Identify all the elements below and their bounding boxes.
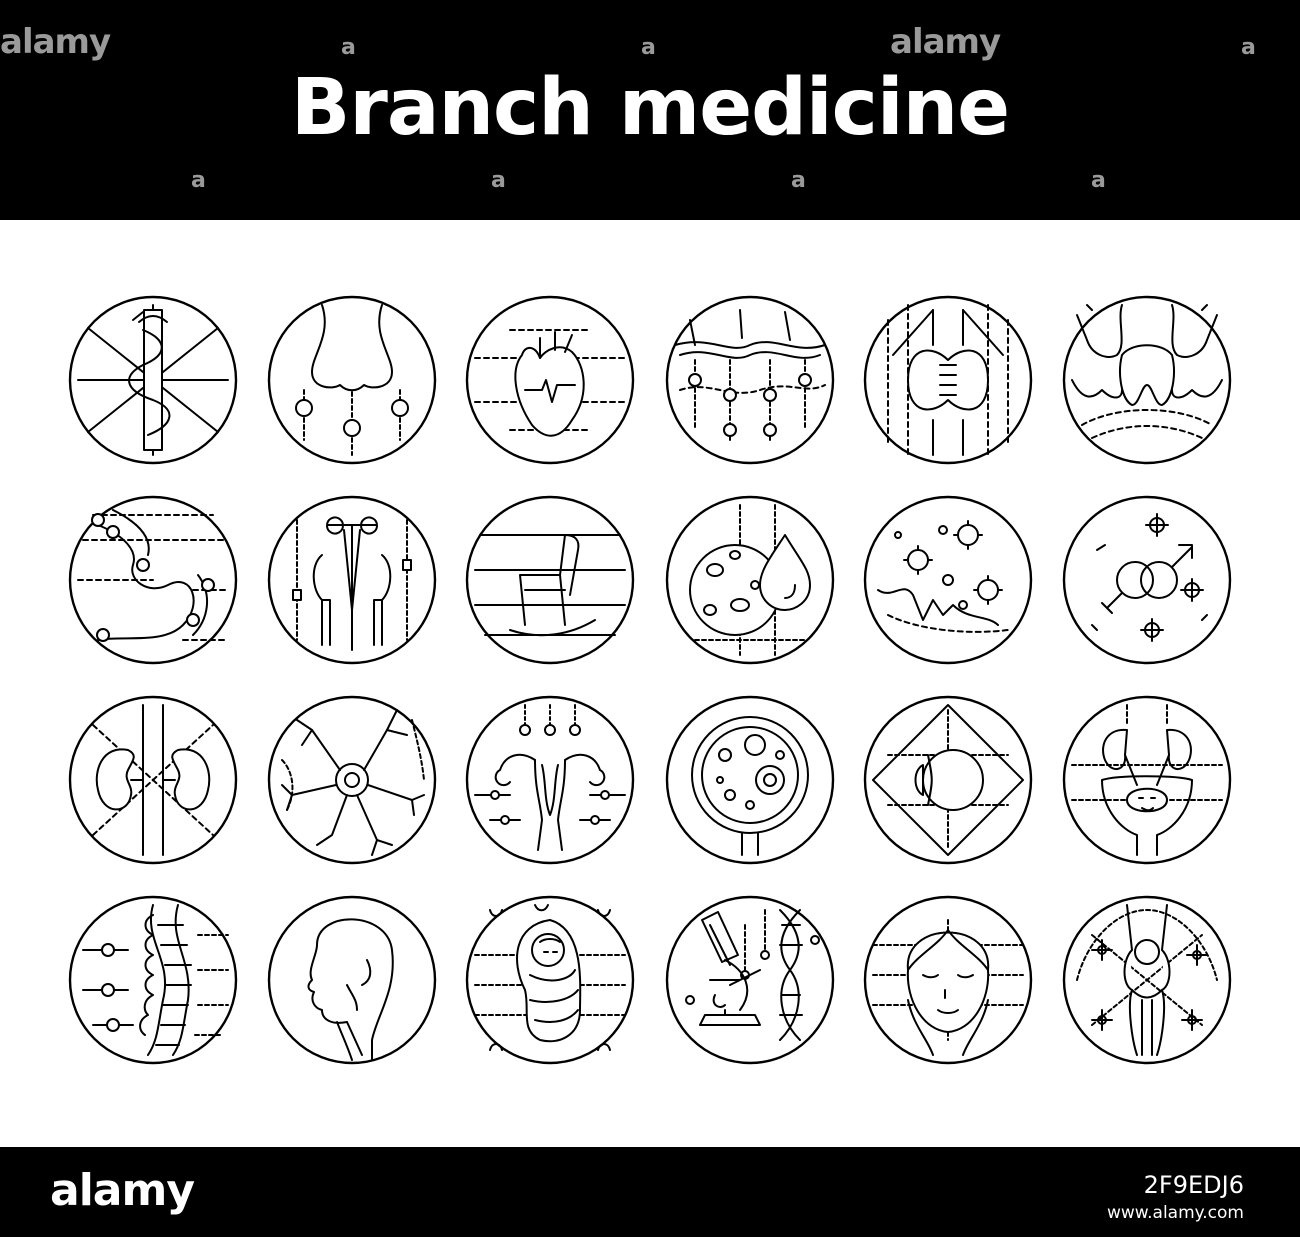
icon-circle	[465, 695, 635, 865]
icon-circle	[665, 895, 835, 1065]
icon-circle	[68, 295, 238, 465]
newborn-icon	[465, 895, 635, 1065]
icon-circle	[465, 295, 635, 465]
footer-url: www.alamy.com	[1106, 1203, 1244, 1223]
nose-icon	[267, 295, 437, 465]
icon-circle	[665, 695, 835, 865]
icon-circle	[1062, 295, 1232, 465]
image-id: 2F9EDJ6	[1143, 1171, 1244, 1199]
head-profile-icon	[267, 895, 437, 1065]
icon-circle	[267, 295, 437, 465]
thyroid-icon	[863, 295, 1033, 465]
icon-circle	[1062, 895, 1232, 1065]
stomach-icon	[68, 495, 238, 665]
icon-circle	[267, 495, 437, 665]
watermark-mark: a	[641, 35, 656, 60]
watermark-mark: a	[191, 168, 206, 193]
icon-circle	[68, 495, 238, 665]
watermark-logo: alamy	[0, 22, 111, 62]
caduceus-icon	[68, 295, 238, 465]
rocking-chair-icon	[465, 495, 635, 665]
footer-band: alamy 2F9EDJ6 www.alamy.com	[0, 1147, 1300, 1237]
watermark-mark: a	[491, 168, 506, 193]
icon-circle	[665, 495, 835, 665]
page-title: Branch medicine	[290, 63, 1010, 153]
eye-icon	[863, 695, 1033, 865]
surgery-tools-icon	[267, 495, 437, 665]
gender-symbols-icon	[1062, 495, 1232, 665]
footer-logo: alamy	[50, 1165, 195, 1216]
face-icon	[863, 895, 1033, 1065]
neuron-icon	[267, 695, 437, 865]
kidneys-icon	[68, 695, 238, 865]
watermark-logo: alamy	[890, 22, 1001, 62]
watermark-mark: a	[791, 168, 806, 193]
icon-circle	[863, 895, 1033, 1065]
magnifier-cells-icon	[665, 695, 835, 865]
icon-circle	[863, 295, 1033, 465]
icon-circle	[465, 495, 635, 665]
heart-icon	[465, 295, 635, 465]
icon-circle	[68, 895, 238, 1065]
blood-drop-icon	[665, 495, 835, 665]
uterus-icon	[465, 695, 635, 865]
bacteria-icon	[863, 495, 1033, 665]
teeth-icon	[1062, 295, 1232, 465]
watermark-mark: a	[1241, 35, 1256, 60]
header-band: alamy alamy a a a a a a a Branch medicin…	[0, 0, 1300, 220]
knee-joint-icon	[1062, 895, 1232, 1065]
watermark-mark: a	[1091, 168, 1106, 193]
icon-circle	[1062, 495, 1232, 665]
microscope-dna-icon	[665, 895, 835, 1065]
icon-circle	[68, 695, 238, 865]
icon-circle	[1062, 695, 1232, 865]
watermark-mark: a	[341, 35, 356, 60]
skin-layers-icon	[665, 295, 835, 465]
icon-circle	[267, 695, 437, 865]
icon-circle	[863, 695, 1033, 865]
icon-circle	[863, 495, 1033, 665]
icon-circle	[665, 295, 835, 465]
icon-circle	[267, 895, 437, 1065]
spine-icon	[68, 895, 238, 1065]
icon-circle	[465, 895, 635, 1065]
urinary-system-icon	[1062, 695, 1232, 865]
